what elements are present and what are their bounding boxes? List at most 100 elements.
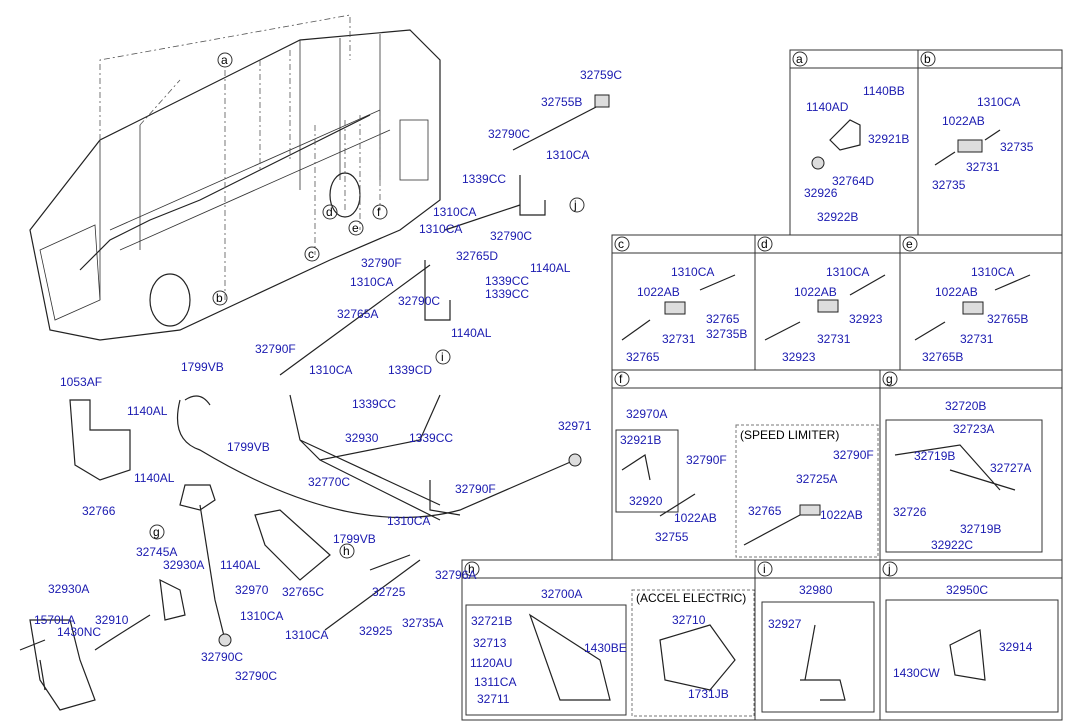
part-label: 1799VB xyxy=(181,360,224,374)
part-label: 1311CA xyxy=(474,675,516,689)
grid-part-sketches xyxy=(528,119,1031,701)
accel-electric-title: (ACCEL ELECTRIC) xyxy=(636,591,746,605)
cable-assembly xyxy=(176,94,610,631)
callout-letter: g xyxy=(153,525,160,539)
callout-letter: i xyxy=(441,350,444,364)
part-label: 1022AB xyxy=(935,285,978,299)
part-label: 1339CC xyxy=(352,397,396,411)
section-letter: d xyxy=(761,237,768,251)
part-label: 1140AL xyxy=(451,326,492,340)
part-label: 32765A xyxy=(337,307,378,321)
part-label: 32790F xyxy=(686,453,727,467)
section-letters: a b c d e f g h i j xyxy=(464,51,936,577)
part-label: 1022AB xyxy=(637,285,680,299)
section-letter: c xyxy=(618,237,624,251)
part-label: 32731 xyxy=(966,160,1000,174)
part-label: 1140AL xyxy=(530,261,571,275)
part-label: 32790C xyxy=(488,127,530,141)
part-label: 32950C xyxy=(946,583,988,597)
callout-letter: f xyxy=(377,205,381,219)
part-label: 1339CC xyxy=(409,431,453,445)
part-label: 32711 xyxy=(477,692,510,706)
part-label: 1310CA xyxy=(309,363,352,377)
part-label: 32765 xyxy=(748,504,782,518)
part-label: 32731 xyxy=(662,332,696,346)
part-label: 1140AL xyxy=(127,404,168,418)
callout-letter: e xyxy=(352,221,359,235)
part-label: 1310CA xyxy=(826,265,869,279)
part-label: 32930A xyxy=(163,558,204,572)
part-label: 1140BB xyxy=(863,84,905,98)
part-label: 1053AF xyxy=(60,375,102,389)
part-label: 32920 xyxy=(629,494,663,508)
part-label: 1022AB xyxy=(820,508,863,522)
part-label: 32922C xyxy=(931,538,973,552)
part-label: 32766 xyxy=(82,504,116,518)
bus-illustration xyxy=(29,14,441,341)
part-label: 32790F xyxy=(361,256,402,270)
part-label: 32719B xyxy=(960,522,1001,536)
part-label: 32765B xyxy=(922,350,963,364)
part-label: 32735A xyxy=(402,616,443,630)
section-letter: j xyxy=(887,562,891,576)
part-label: 32790C xyxy=(398,294,440,308)
part-label: 32735 xyxy=(1000,140,1034,154)
part-label: 1022AB xyxy=(794,285,837,299)
part-label: 32726 xyxy=(893,505,927,519)
callout-letters: a b c d e f j i g h xyxy=(149,52,585,559)
part-label: 32765C xyxy=(282,585,324,599)
part-label: 1310CA xyxy=(671,265,714,279)
callout-letter: b xyxy=(216,291,223,305)
part-label: 1140AL xyxy=(134,471,175,485)
part-label: 1339CC xyxy=(462,172,506,186)
part-label: 1339CC xyxy=(485,287,529,301)
callout-letter: h xyxy=(343,544,350,558)
part-label: 32971 xyxy=(558,419,592,433)
part-label: 1339CC xyxy=(485,274,529,288)
part-label: 1570LA xyxy=(34,613,75,627)
part-label: 32755B xyxy=(541,95,582,109)
section-letter: i xyxy=(763,562,766,576)
part-label: 1430BE xyxy=(584,641,627,655)
part-label: 32755 xyxy=(655,530,689,544)
part-label: 32922B xyxy=(817,210,858,224)
part-label: 32713 xyxy=(473,636,507,650)
part-label: 1140AD xyxy=(806,100,849,114)
part-label: 32710 xyxy=(672,613,706,627)
part-label: 32765D xyxy=(456,249,498,263)
part-label: 32731 xyxy=(817,332,851,346)
part-label: 32790C xyxy=(201,650,243,664)
part-label: 32745A xyxy=(136,545,177,559)
part-label: 32764D xyxy=(832,174,874,188)
part-label: 32719B xyxy=(914,449,955,463)
part-label: 32930A xyxy=(48,582,89,596)
speed-limiter-title: (SPEED LIMITER) xyxy=(740,428,839,442)
part-label: 32731 xyxy=(960,332,994,346)
part-label: 1140AL xyxy=(220,558,261,572)
callout-letter: j xyxy=(573,198,577,212)
callout-letter: c xyxy=(308,247,314,261)
section-letter: f xyxy=(619,372,623,386)
section-letter: e xyxy=(906,237,913,251)
part-label: 32923 xyxy=(782,350,816,364)
section-letter: h xyxy=(468,562,475,576)
part-label: 32970 xyxy=(235,583,269,597)
part-label: 1310CA xyxy=(240,609,283,623)
part-label: 32727A xyxy=(990,461,1031,475)
part-label: 32914 xyxy=(999,640,1033,654)
part-label: 1120AU xyxy=(470,656,512,670)
part-label: 1310CA xyxy=(350,275,393,289)
section-letter: g xyxy=(886,372,893,386)
part-label: 1310CA xyxy=(546,148,589,162)
section-grid xyxy=(461,49,1063,721)
part-label: 32790F xyxy=(255,342,296,356)
section-letter: b xyxy=(924,52,931,66)
part-label: 32921B xyxy=(620,433,661,447)
part-label: 32790C xyxy=(490,229,532,243)
part-label: 1310CA xyxy=(285,628,328,642)
section-letter: a xyxy=(796,52,803,66)
callout-letter: a xyxy=(221,53,228,67)
part-label: 32765 xyxy=(626,350,660,364)
part-label: 32735 xyxy=(932,178,966,192)
